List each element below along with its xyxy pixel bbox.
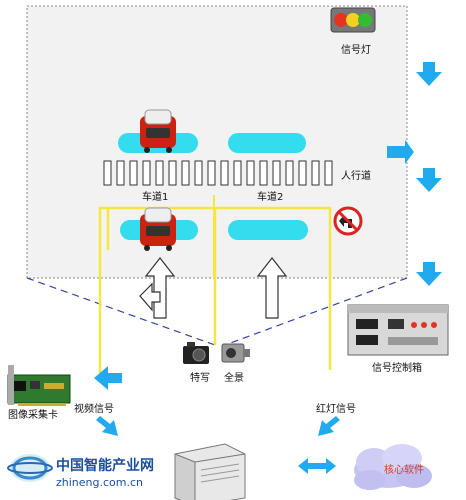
server-computer-icon xyxy=(174,443,246,500)
control-box-label: 信号控制箱 xyxy=(372,363,422,374)
perspective-line-right xyxy=(224,277,408,346)
core-software-label: 核心软件 xyxy=(384,465,424,476)
car-bottom-icon xyxy=(140,207,176,251)
perspective-line-left xyxy=(26,277,216,346)
flow-arrows-right xyxy=(387,62,442,286)
lane1-straight-arrow-icon xyxy=(144,257,176,319)
lane2-label: 车道2 xyxy=(257,192,284,203)
closeup-camera-icon xyxy=(183,342,209,364)
lane1-label: 车道1 xyxy=(142,192,169,203)
signal-light-label: 信号灯 xyxy=(341,45,371,56)
closeup-label: 特写 xyxy=(190,373,210,384)
lane2-straight-arrow-icon xyxy=(256,257,288,319)
panorama-camera-icon xyxy=(221,343,250,363)
car-top-icon xyxy=(140,109,176,153)
loop-lane2-bottom xyxy=(228,220,308,240)
watermark-url: zhineng.com.cn xyxy=(56,476,144,489)
traffic-light-icon xyxy=(330,7,376,33)
crosswalk-label: 人行道 xyxy=(341,171,371,182)
flow-arrows-bottom xyxy=(94,366,340,474)
watermark-title: 中国智能产业网 xyxy=(56,458,154,474)
lane1-left-arrow-icon xyxy=(139,282,161,312)
red-signal-label: 红灯信号 xyxy=(316,404,356,415)
cloud-icon xyxy=(354,444,432,490)
crosswalk-stripes xyxy=(103,160,333,186)
loop-lane2-top xyxy=(228,133,306,153)
capture-card-icon xyxy=(7,365,71,406)
watermark-logo-icon xyxy=(7,454,53,482)
signal-control-box-icon xyxy=(347,304,449,356)
panorama-label: 全景 xyxy=(224,373,244,384)
capture-card-label: 图像采集卡 xyxy=(8,410,58,421)
no-left-turn-sign-icon xyxy=(333,206,363,236)
video-signal-label: 视频信号 xyxy=(74,404,114,415)
